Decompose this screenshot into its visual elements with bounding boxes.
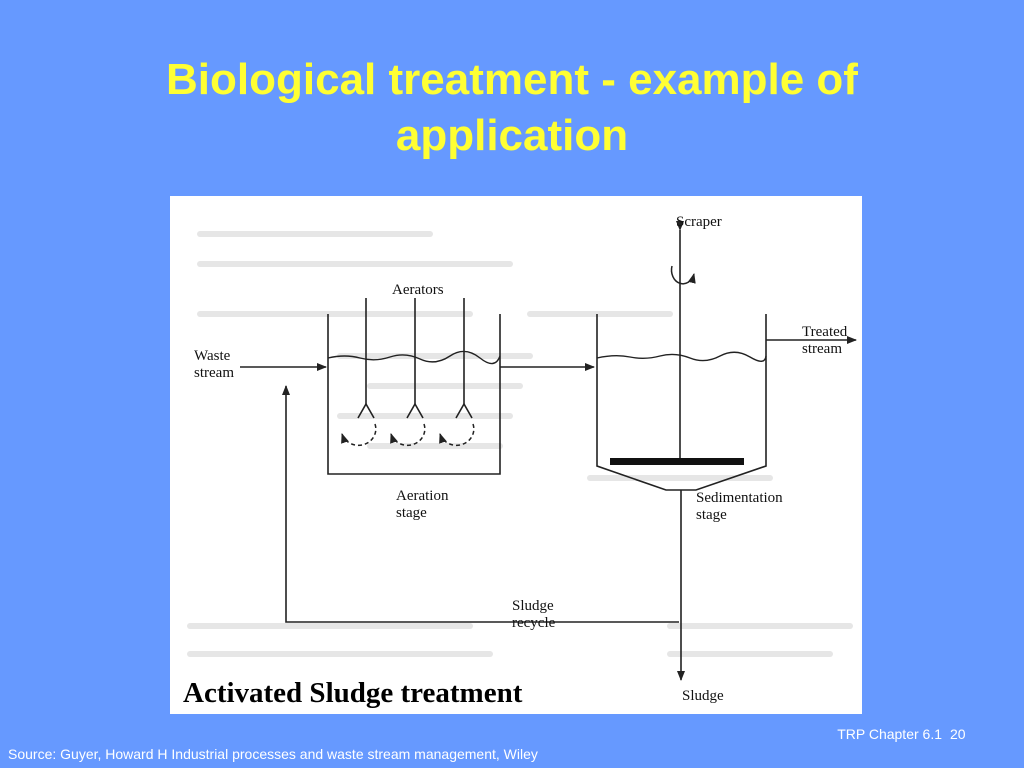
footer-page-number: 20	[950, 726, 966, 742]
label-treated-stream: Treated stream	[802, 324, 848, 357]
slide-title-line-1: Biological treatment - example of	[166, 55, 858, 104]
source-citation: Source: Guyer, Howard H Industrial proce…	[8, 746, 538, 762]
label-aerators: Aerators	[392, 282, 444, 298]
aeration-tank	[327, 314, 501, 475]
label-sludge: Sludge	[682, 688, 724, 704]
aeration-water-surface	[327, 350, 501, 365]
scraper-blade	[610, 458, 744, 465]
diagram-caption: Activated Sludge treatment	[180, 676, 526, 710]
slide-title: Biological treatment - example of applic…	[0, 52, 1024, 164]
process-diagram: Waste stream Aerators Aeration stage Scr…	[170, 196, 862, 714]
label-aeration-stage: Aeration stage	[396, 488, 449, 521]
footer-chapter: TRP Chapter 6.1	[837, 726, 942, 742]
sedimentation-water-surface	[596, 351, 767, 362]
aeration-swirl-icons	[341, 423, 475, 447]
aerator-pipes	[357, 298, 473, 419]
label-sludge-recycle: Sludge recycle	[512, 598, 556, 631]
label-waste-stream: Waste stream	[194, 348, 234, 381]
label-sedimentation-stage: Sedimentation stage	[696, 490, 783, 523]
process-flow-drawing	[187, 221, 857, 681]
scan-background-texture	[187, 231, 853, 657]
label-scraper: Scraper	[676, 214, 722, 230]
slide-title-line-2: application	[395, 111, 629, 160]
scraper-rotation-icon	[670, 265, 696, 285]
sludge-recycle-line	[282, 385, 679, 623]
